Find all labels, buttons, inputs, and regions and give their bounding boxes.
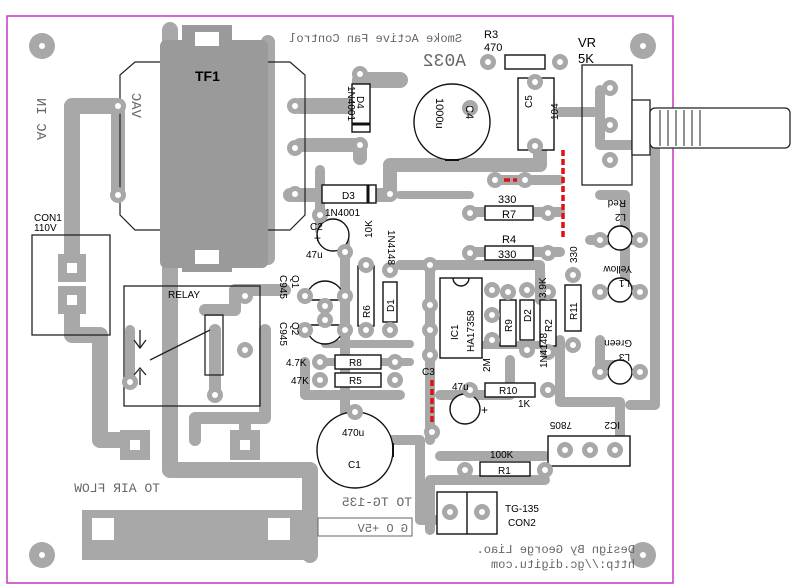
r11-value: 330	[569, 246, 580, 263]
r4-value: 330	[498, 249, 516, 261]
d1-part: 1N4148	[385, 230, 396, 265]
l1-color: Yellow	[603, 263, 632, 274]
text-labels: Smoke Active Fan Control A032 Design By …	[32, 29, 635, 572]
d3-label: D3	[342, 191, 355, 202]
r9-label: R9	[504, 319, 515, 332]
d4-part: 1N4001	[345, 86, 356, 121]
r7-value: 330	[498, 194, 516, 206]
r1-label: R1	[498, 466, 511, 477]
r2-label: R2	[544, 319, 555, 332]
vr-label: VR	[578, 35, 596, 50]
tg135-label: TO TG-135	[342, 495, 412, 510]
l2-label: L2	[614, 211, 626, 222]
c3-label: C3	[422, 367, 435, 378]
r10-value: 1K	[518, 399, 531, 410]
d1-label: D1	[386, 299, 397, 312]
con1-outline	[31, 234, 111, 336]
pin-labels: G O +5V	[357, 522, 408, 536]
board-title: Smoke Active Fan Control	[289, 32, 462, 46]
c1-label: C1	[348, 460, 361, 471]
q1-label: Q1	[289, 275, 300, 289]
con1-voltage: 110V	[34, 223, 57, 234]
relay-outline	[123, 285, 261, 407]
c2-value: 47u	[306, 250, 323, 261]
c3-value: 47u	[452, 382, 469, 393]
r10-label: R10	[499, 386, 518, 397]
vr-potentiometer-body	[581, 64, 791, 186]
vac-label: VAC	[127, 93, 143, 118]
capacitor-bodies	[316, 77, 555, 489]
l1-label: L1	[618, 277, 630, 288]
ic1-label: IC1	[450, 324, 461, 340]
c1-value: 470u	[342, 428, 364, 439]
l2-color: Red	[608, 197, 626, 208]
r6-label: R6	[362, 305, 373, 318]
vr-value: 5K	[578, 51, 594, 66]
mounting-holes	[29, 33, 656, 568]
r3-label: R3	[484, 29, 498, 41]
r8-value: 4.7K	[286, 358, 307, 369]
con1-label: CON1	[34, 213, 62, 224]
led-bodies	[607, 225, 633, 385]
r5-label: R5	[349, 376, 362, 387]
l3-label: L3	[618, 351, 630, 362]
ac-in-label: AC IN	[32, 98, 48, 140]
ic1-package	[439, 277, 483, 359]
l3-color: Green	[604, 337, 632, 348]
r7-label: R7	[502, 209, 516, 221]
r8-label: R8	[349, 358, 362, 369]
resistor-bodies	[334, 54, 582, 477]
c2-label: C2	[310, 222, 323, 233]
c3-plus-mark: +	[481, 403, 488, 417]
transformer-tf1	[119, 25, 306, 272]
ic1-part: HA17358	[466, 310, 477, 352]
d4-label: D4	[354, 96, 365, 109]
c2-plus-mark: +	[314, 231, 321, 245]
con2-label: CON2	[508, 518, 536, 529]
r1-value: 100K	[490, 450, 514, 461]
r5-value: 47K	[291, 376, 309, 387]
c5-value: 104	[550, 103, 561, 120]
pin-label-box	[317, 517, 413, 537]
r3-value: 470	[484, 42, 502, 54]
tf1-label: TF1	[195, 68, 220, 84]
c4-label: C4	[463, 105, 475, 119]
air-flow-label: TO AIR FLOW	[74, 481, 160, 496]
diode-bodies	[321, 83, 535, 341]
design-url: http://gc.digitu.com	[491, 558, 635, 572]
d2-part: 1N4148	[539, 333, 550, 368]
q1-part: C945	[277, 275, 288, 299]
r2-value: 3.9K	[538, 277, 549, 298]
r11-label: R11	[569, 302, 580, 320]
c4-value: 1000u	[433, 98, 445, 129]
r4-label: R4	[502, 234, 516, 246]
con2-part: TG-135	[505, 504, 539, 515]
round-pads	[110, 54, 648, 520]
r6-value-10k: 10K	[364, 220, 375, 238]
c5-label: C5	[524, 95, 535, 108]
ic2-part: 7805	[549, 419, 572, 430]
square-pads	[58, 254, 260, 460]
d3-part: 1N4001	[325, 208, 360, 219]
q2-label: Q2	[289, 322, 300, 336]
air-flow-pad-hole-left	[92, 518, 114, 540]
r9-value: 2M	[482, 358, 493, 372]
ic2-label: IC2	[604, 419, 620, 430]
board-code: A032	[423, 52, 466, 72]
q2-part: C945	[277, 322, 288, 346]
design-credit: Design By George Liao.	[477, 543, 635, 557]
relay-label: RELAY	[168, 290, 200, 301]
d2-label: D2	[523, 309, 534, 322]
air-flow-pad-hole-right	[268, 518, 290, 540]
